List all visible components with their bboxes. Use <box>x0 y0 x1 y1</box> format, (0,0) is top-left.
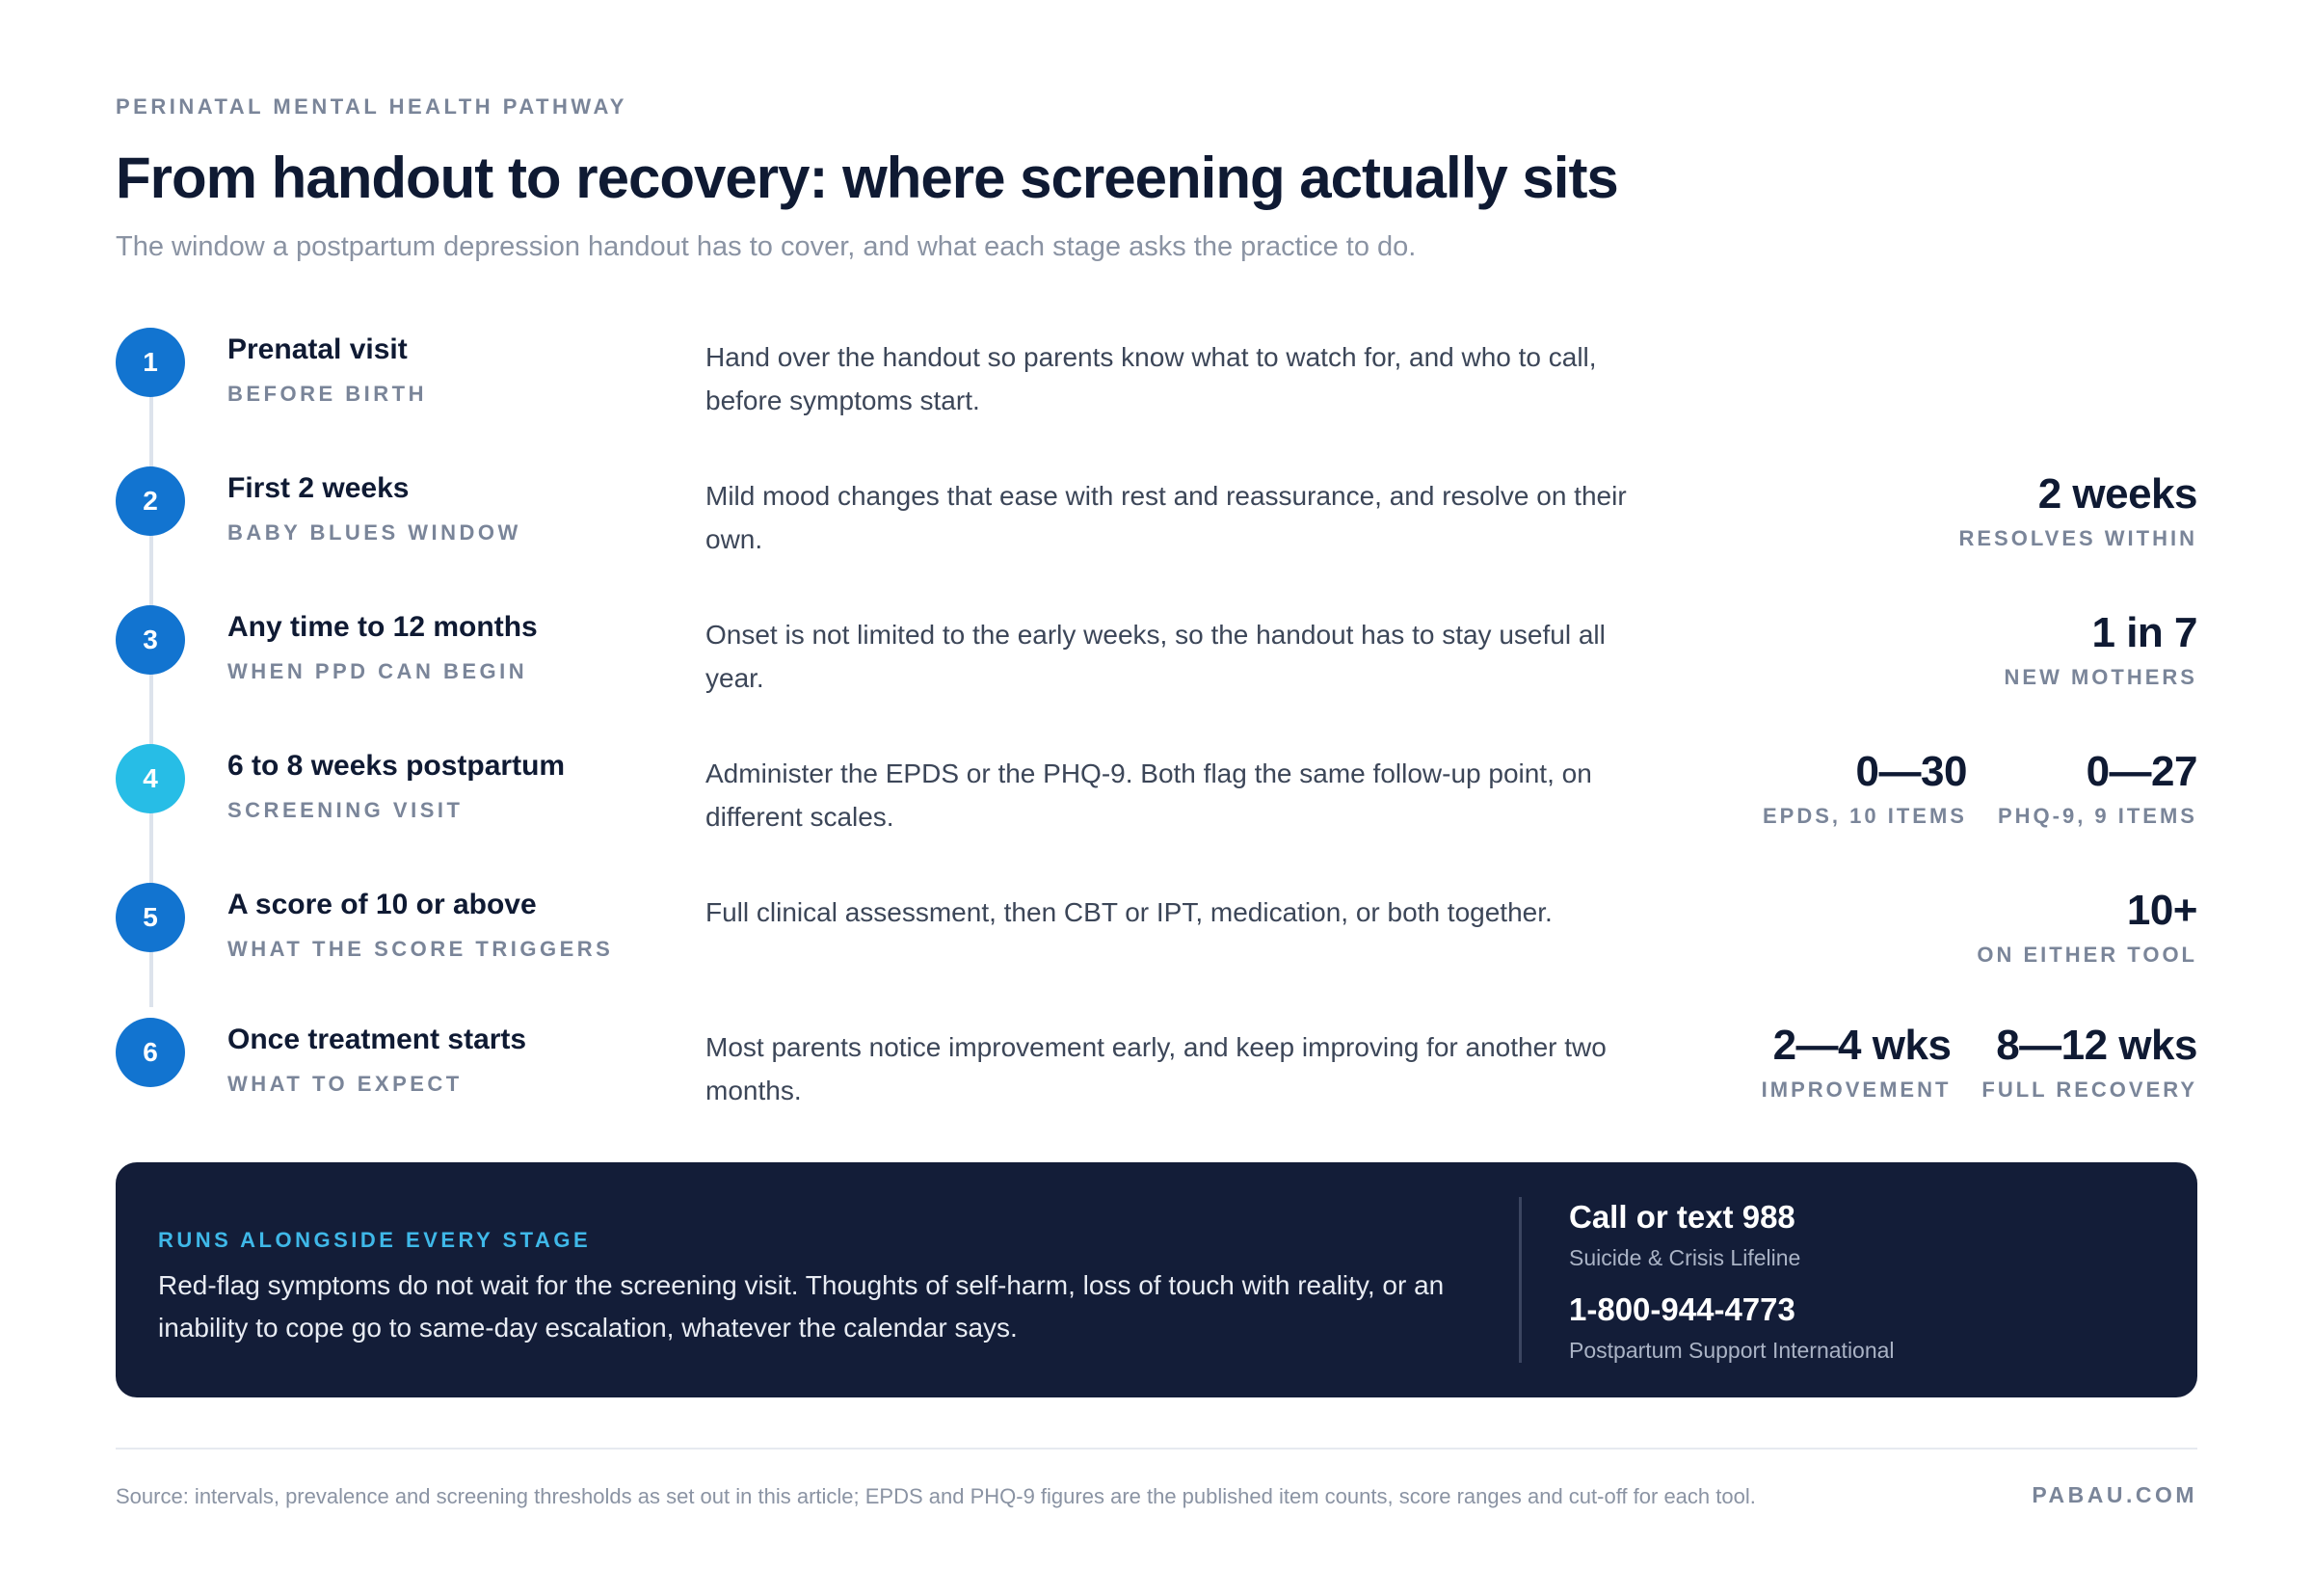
stat-label: FULL RECOVERY <box>1981 1077 2197 1102</box>
stage-title: Any time to 12 months <box>227 611 538 643</box>
stage-description: Hand over the handout so parents know wh… <box>705 342 1597 415</box>
stat: 2 weeks RESOLVES WITHIN <box>1959 468 2198 551</box>
contact-number: 1-800-944-4773 <box>1569 1291 1795 1327</box>
brand-label: PABAU.COM <box>2032 1482 2197 1507</box>
stage-number-badge: 4 <box>116 744 185 813</box>
stage-4: 4 6 to 8 weeks postpartum SCREENING VISI… <box>116 744 2198 850</box>
stage-stats: 2 weeks RESOLVES WITHIN <box>1959 468 2198 551</box>
stat-label: RESOLVES WITHIN <box>1958 526 2197 550</box>
contact-name: Postpartum Support International <box>1569 1338 1895 1363</box>
stage-6: 6 Once treatment starts WHAT TO EXPECT M… <box>116 1018 2197 1124</box>
stat-value: 0—27 <box>2086 748 2198 795</box>
stat-value: 2—4 wks <box>1772 1022 1952 1069</box>
contact-number: Call or text 988 <box>1569 1199 1795 1235</box>
red-flag-callout: RUNS ALONGSIDE EVERY STAGE Red-flag symp… <box>116 1162 2197 1397</box>
stage-title: Once treatment starts <box>227 1024 527 1055</box>
stage-description: Most parents notice improvement early, a… <box>705 1032 1607 1105</box>
stat-value: 8—12 wks <box>1996 1022 2197 1069</box>
stat: 1 in 7 NEW MOTHERS <box>2004 607 2198 690</box>
stage-number-badge: 6 <box>116 1018 185 1087</box>
stage-subtitle: BEFORE BIRTH <box>227 382 427 406</box>
contact-psi: 1-800-944-4773 Postpartum Support Intern… <box>1569 1291 1895 1364</box>
callout-eyebrow: RUNS ALONGSIDE EVERY STAGE <box>158 1228 592 1252</box>
contact-name: Suicide & Crisis Lifeline <box>1569 1245 1801 1270</box>
stat: 0—30 EPDS, 10 ITEMS <box>1763 746 1967 829</box>
page-title: From handout to recovery: where screenin… <box>116 146 1619 210</box>
callout-divider <box>1519 1197 1522 1363</box>
stage-subtitle: WHAT TO EXPECT <box>227 1072 463 1096</box>
stage-stats: 0—30 EPDS, 10 ITEMS 0—27 PHQ-9, 9 ITEMS <box>1763 746 2198 829</box>
stat-value: 2 weeks <box>2037 470 2198 518</box>
stat-label: NEW MOTHERS <box>2004 665 2197 689</box>
stage-1: 1 Prenatal visit BEFORE BIRTH Hand over … <box>116 328 2197 434</box>
stage-title: 6 to 8 weeks postpartum <box>227 750 566 782</box>
source-note: Source: intervals, prevalence and screen… <box>116 1484 1756 1508</box>
stage-description: Onset is not limited to the early weeks,… <box>705 620 1606 693</box>
stat-label: PHQ-9, 9 ITEMS <box>1997 804 2197 828</box>
eyebrow-label: PERINATAL MENTAL HEALTH PATHWAY <box>116 94 627 119</box>
stage-number-badge: 3 <box>116 605 185 675</box>
stat-label: EPDS, 10 ITEMS <box>1763 804 1967 828</box>
pathway-timeline: 1 Prenatal visit BEFORE BIRTH Hand over … <box>116 328 2198 1118</box>
stat-label: IMPROVEMENT <box>1761 1077 1952 1102</box>
stage-number-badge: 1 <box>116 328 185 397</box>
callout-body: Red-flag symptoms do not wait for the sc… <box>158 1270 1445 1343</box>
stage-subtitle: WHEN PPD CAN BEGIN <box>227 659 528 683</box>
stage-description: Administer the EPDS or the PHQ-9. Both f… <box>705 758 1592 832</box>
stage-subtitle: WHAT THE SCORE TRIGGERS <box>227 937 614 961</box>
stage-subtitle: SCREENING VISIT <box>227 798 464 822</box>
stage-number-badge: 5 <box>116 883 185 952</box>
stage-title: First 2 weeks <box>227 472 410 504</box>
stage-title: Prenatal visit <box>227 333 408 365</box>
stat: 2—4 wks IMPROVEMENT <box>1762 1020 1952 1103</box>
stage-3: 3 Any time to 12 months WHEN PPD CAN BEG… <box>116 605 2198 711</box>
stage-2: 2 First 2 weeks BABY BLUES WINDOW Mild m… <box>116 466 2197 572</box>
stage-stats: 10+ ON EITHER TOOL <box>1977 885 2197 968</box>
stage-number-badge: 2 <box>116 466 185 536</box>
stage-description: Mild mood changes that ease with rest an… <box>705 481 1627 554</box>
stat-value: 1 in 7 <box>2091 609 2198 656</box>
stat: 0—27 PHQ-9, 9 ITEMS <box>1997 746 2198 829</box>
stat-value: 0—30 <box>1855 748 1968 795</box>
infographic-page: PERINATAL MENTAL HEALTH PATHWAY From han… <box>116 0 2198 1596</box>
stat: 8—12 wks FULL RECOVERY <box>1981 1020 2197 1103</box>
stage-description: Full clinical assessment, then CBT or IP… <box>705 897 1553 927</box>
stat: 10+ ON EITHER TOOL <box>1977 885 2197 968</box>
stage-title: A score of 10 or above <box>227 889 537 920</box>
stage-stats: 2—4 wks IMPROVEMENT 8—12 wks FULL RECOVE… <box>1762 1020 2198 1103</box>
footer-divider <box>116 1448 2197 1450</box>
stat-label: ON EITHER TOOL <box>1977 943 2197 967</box>
stage-subtitle: BABY BLUES WINDOW <box>227 520 521 545</box>
timeline-spine <box>149 371 153 1007</box>
page-subtitle: The window a postpartum depression hando… <box>116 231 1417 262</box>
stat-value: 10+ <box>2126 887 2198 934</box>
contact-lifeline: Call or text 988 Suicide & Crisis Lifeli… <box>1569 1199 1800 1271</box>
stage-stats: 1 in 7 NEW MOTHERS <box>2004 607 2198 690</box>
stage-5: 5 A score of 10 or above WHAT THE SCORE … <box>116 883 2197 989</box>
